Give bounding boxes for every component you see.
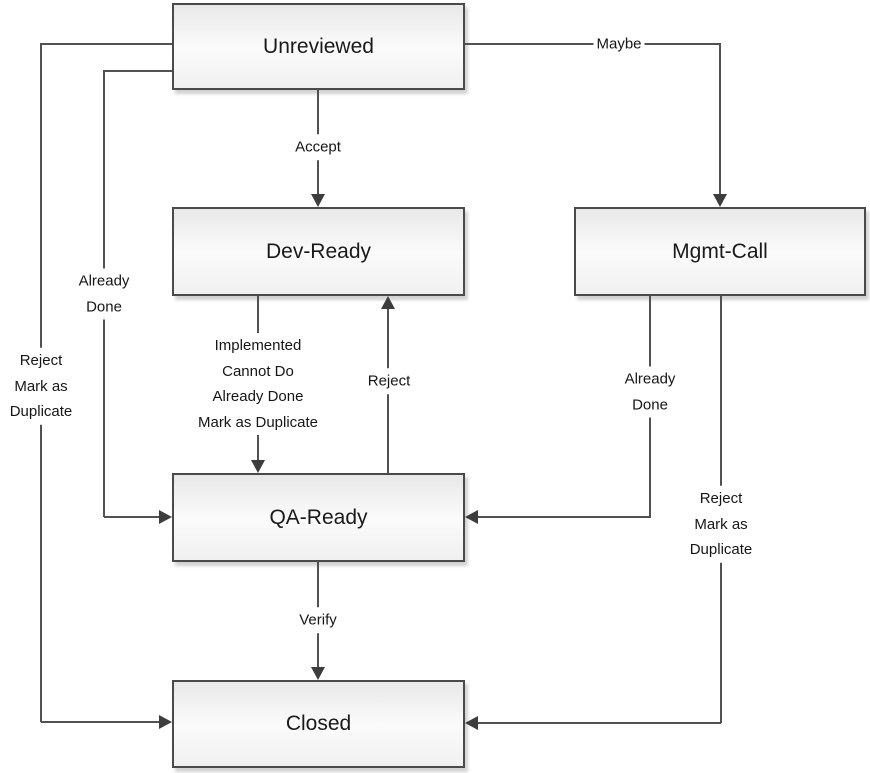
edge-reject-duplicate-left-arrowhead-icon <box>159 715 172 729</box>
edge-implemented-arrowhead-icon <box>251 460 265 473</box>
node-label: Mgmt-Call <box>672 239 768 263</box>
edge-reject-up-label: Reject <box>364 368 414 394</box>
node-label: QA-Ready <box>269 505 368 529</box>
node-unreviewed: Unreviewed <box>172 3 465 90</box>
edge-reject-up-arrowhead-icon <box>381 296 395 309</box>
edge-already-done-right-label: Already Done <box>621 366 679 418</box>
edge-accept-arrowhead-icon <box>311 194 325 207</box>
edge-already-done-right-line-horizontal <box>478 516 650 518</box>
edge-already-done-right-arrowhead-icon <box>465 510 478 524</box>
edge-maybe-arrowhead-icon <box>713 194 727 207</box>
edge-reject-duplicate-right-label: Reject Mark as Duplicate <box>686 485 756 563</box>
node-dev-ready: Dev-Ready <box>172 207 465 296</box>
node-label: Dev-Ready <box>265 239 372 263</box>
edge-maybe-label: Maybe <box>593 31 645 57</box>
edge-reject-duplicate-left-line-top <box>41 43 172 45</box>
node-mgmt-call: Mgmt-Call <box>574 207 866 296</box>
edge-already-done-left-line-bottom <box>104 516 159 518</box>
edge-verify-label: Verify <box>296 607 340 633</box>
edge-reject-duplicate-left-line-bottom <box>41 721 159 723</box>
edge-reject-duplicate-right-arrowhead-icon <box>465 716 478 730</box>
node-label: Closed <box>285 712 352 735</box>
edge-accept-label: Accept <box>292 134 344 160</box>
edge-already-done-left-arrowhead-icon <box>159 510 172 524</box>
edge-maybe-line-vertical <box>719 43 721 194</box>
edge-reject-duplicate-left-label: Reject Mark as Duplicate <box>6 347 76 425</box>
edge-verify-arrowhead-icon <box>311 667 325 680</box>
node-label: Unreviewed <box>263 34 374 58</box>
node-closed: Closed <box>172 680 465 768</box>
edge-implemented-label: Implemented Cannot Do Already Done Mark … <box>194 333 322 435</box>
edge-maybe-line-horizontal <box>465 43 720 45</box>
node-qa-ready: QA-Ready <box>172 473 465 562</box>
edge-reject-duplicate-right-line-horizontal <box>478 722 721 724</box>
edge-already-done-left-label: Already Done <box>75 268 133 320</box>
edge-already-done-left-line-top <box>104 70 172 72</box>
